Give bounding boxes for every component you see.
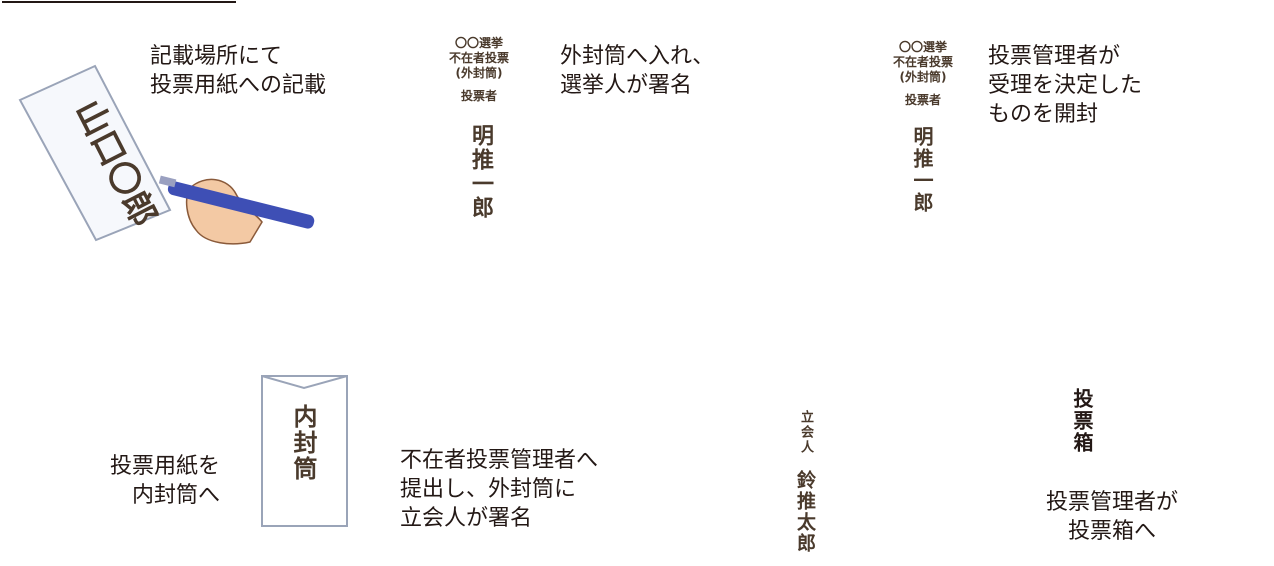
outer-envelope-header-line-1: 〇〇選挙 <box>454 36 503 50</box>
caption-write-ballot: 記載場所にて 投票用紙への記載 <box>150 44 327 98</box>
outer-envelope-voter-label: 投票者 <box>460 89 497 103</box>
opened-envelope-voter-label: 投票者 <box>904 93 941 107</box>
caption-ballot-box: 投票管理者が 投票箱へ <box>1046 490 1179 544</box>
opened-envelope-header: 〇〇選挙 不在者投票 (外封筒) 投票者 <box>870 40 976 108</box>
ballot-paper-illustration: 山口〇郎 <box>18 64 172 242</box>
ballot-box-label: 投票箱 <box>1070 388 1094 454</box>
witness-envelope-name: 鈴推太郎 <box>794 470 816 554</box>
writing-hand-illustration <box>158 175 315 245</box>
witness-envelope-label: 立会人 <box>798 410 813 455</box>
opened-envelope-header-line-3: (外封筒) <box>899 70 947 84</box>
outer-envelope-voter-name: 明推一郎 <box>468 124 493 220</box>
caption-submit-witness: 不在者投票管理者へ 提出し、外封筒に 立会人が署名 <box>400 448 599 531</box>
opened-envelope-header-line-2: 不在者投票 <box>892 55 953 69</box>
caption-outer-envelope: 外封筒へ入れ、 選挙人が署名 <box>560 44 715 98</box>
outer-envelope-header-line-2: 不在者投票 <box>448 51 509 65</box>
opened-envelope-voter-name: 明推一郎 <box>910 126 934 214</box>
caption-inner-envelope: 投票用紙を 内封筒へ <box>110 454 221 508</box>
caption-open-envelope: 投票管理者が 受理を決定した ものを開封 <box>988 44 1143 127</box>
outer-envelope-header-line-3: (外封筒) <box>455 66 503 80</box>
opened-envelope-header-line-1: 〇〇選挙 <box>898 40 947 54</box>
inner-envelope-illustration <box>261 375 348 527</box>
outer-envelope-header: 〇〇選挙 不在者投票 (外封筒) 投票者 <box>422 36 536 104</box>
inner-envelope-text: 内封筒 <box>289 404 317 482</box>
